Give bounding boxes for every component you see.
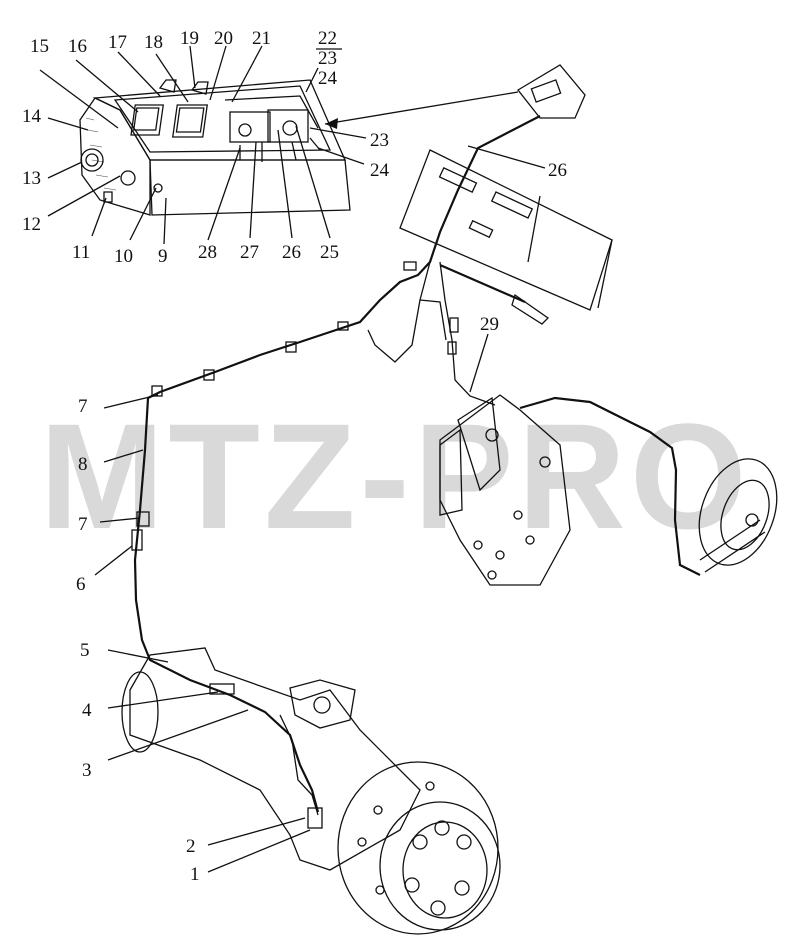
callout-27: 27: [240, 242, 259, 263]
callouts: 1 2 3 4 5 6 7 7 8 9 10 11 12 13 14 15 16…: [22, 28, 567, 885]
switch-panel: [79, 79, 351, 216]
front-axle: [121, 647, 501, 935]
callout-18: 18: [144, 32, 163, 53]
callout-22: 22: [318, 28, 337, 49]
callout-19: 19: [180, 28, 199, 49]
callout-16: 16: [68, 36, 87, 57]
callout-12: 12: [22, 214, 41, 235]
callout-4: 4: [82, 700, 92, 721]
callout-8: 8: [78, 454, 88, 475]
callout-23-stack: 23: [318, 48, 337, 69]
callout-5: 5: [80, 640, 90, 661]
callout-25: 25: [320, 242, 339, 263]
callout-2: 2: [186, 836, 196, 857]
hydraulic-block: [439, 394, 571, 586]
callout-17: 17: [108, 32, 127, 53]
callout-26-dashboard: 26: [548, 160, 567, 181]
callout-29: 29: [480, 314, 499, 335]
callout-14: 14: [22, 106, 42, 127]
drive-shaft: [519, 396, 778, 576]
callout-26-panel: 26: [282, 242, 301, 263]
callout-13: 13: [22, 168, 41, 189]
callout-9: 9: [158, 246, 168, 267]
leader-lines: [39, 45, 546, 873]
callout-21: 21: [252, 28, 271, 49]
callout-15: 15: [30, 36, 49, 57]
callout-7-upper: 7: [78, 396, 88, 417]
callout-6: 6: [76, 574, 86, 595]
dashboard: [399, 64, 613, 325]
callout-24: 24: [370, 160, 390, 181]
callout-28: 28: [198, 242, 217, 263]
callout-24-stack: 24: [318, 68, 338, 89]
callout-10: 10: [114, 246, 133, 267]
callout-1: 1: [190, 864, 200, 885]
callout-7-lower: 7: [78, 514, 88, 535]
watermark: MTZ-PRO: [39, 392, 750, 560]
callout-23: 23: [370, 130, 389, 151]
callout-20: 20: [214, 28, 233, 49]
callout-3: 3: [82, 760, 92, 781]
callout-11: 11: [72, 242, 90, 263]
